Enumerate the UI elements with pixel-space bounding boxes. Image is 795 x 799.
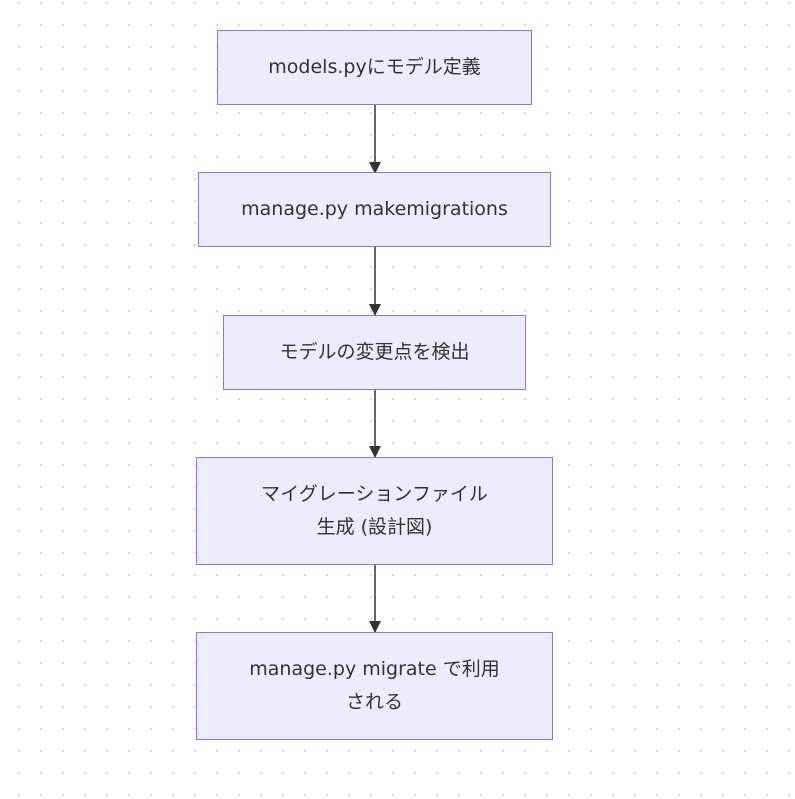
node-generate-migration-file: マイグレーションファイル 生成 (設計図) (196, 457, 553, 565)
node-detect-changes: モデルの変更点を検出 (223, 315, 526, 390)
node-define-model: models.pyにモデル定義 (217, 30, 532, 105)
node-makemigrations-label: manage.py makemigrations (241, 198, 508, 220)
node-makemigrations: manage.py makemigrations (198, 172, 551, 247)
node-migrate-usage-line-1: manage.py migrate で利用 (249, 658, 500, 680)
node-define-model-label: models.pyにモデル定義 (268, 56, 481, 78)
node-generate-migration-file-line-1: マイグレーションファイル (261, 483, 488, 505)
node-migrate-usage-line-2: される (345, 691, 403, 713)
node-migrate-usage: manage.py migrate で利用 される (196, 632, 553, 740)
node-detect-changes-label: モデルの変更点を検出 (279, 341, 470, 363)
node-generate-migration-file-line-2: 生成 (設計図) (316, 516, 433, 538)
